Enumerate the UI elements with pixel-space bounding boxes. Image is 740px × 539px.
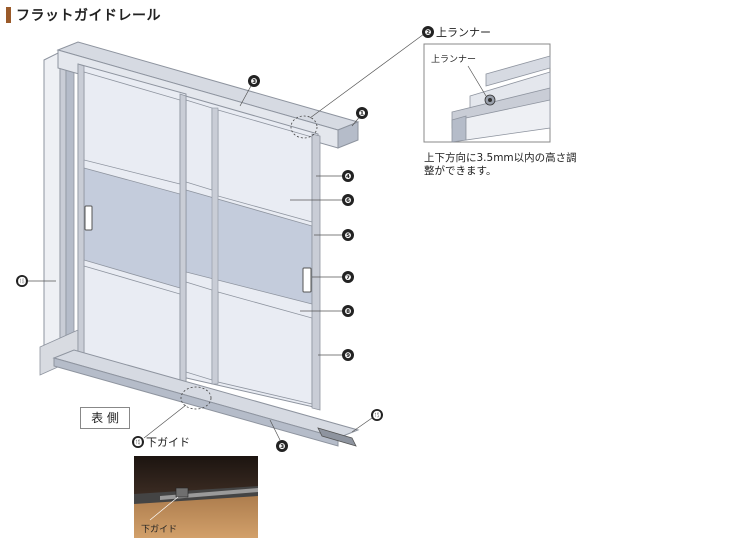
page-title: フラットガイドレール <box>6 6 161 24</box>
lower-guide-detail-circle <box>180 386 212 410</box>
svg-text:⓯: ⓯ <box>373 410 381 420</box>
callout-2: ❷ <box>422 26 434 38</box>
floor-guide-rail <box>52 349 360 447</box>
svg-text:❾: ❾ <box>345 351 352 360</box>
callout-markers: ❶ ❷ ❸ ❹ ❻ ❺ ❼ ❽ ❾ ❸ ⓯ ⓰ ⓲ <box>16 26 434 452</box>
callout-5: ❺ <box>342 229 354 241</box>
svg-text:❷: ❷ <box>425 28 432 37</box>
front-side-label: 表 側 <box>80 407 130 429</box>
leader-lines <box>28 33 425 441</box>
upper-runner-detail-inset: 上ランナー <box>423 43 551 143</box>
callout-18: ⓲ <box>16 275 28 287</box>
svg-text:❶: ❶ <box>359 109 366 118</box>
callout-15: ⓯ <box>371 409 383 421</box>
svg-text:❺: ❺ <box>345 231 352 240</box>
svg-text:❸: ❸ <box>279 442 286 451</box>
rear-door-panel <box>181 94 321 411</box>
lower-guide-photo-caption: 下ガイド <box>141 525 178 535</box>
front-door-panel <box>77 63 187 393</box>
callout-7: ❼ <box>342 271 354 283</box>
svg-text:❽: ❽ <box>345 307 352 316</box>
callout-3-top: ❸ <box>248 75 260 87</box>
svg-text:⓰: ⓰ <box>134 437 142 447</box>
callout-16: ⓰ <box>132 436 144 448</box>
svg-text:❼: ❼ <box>345 273 352 282</box>
callout-4: ❹ <box>342 170 354 182</box>
svg-text:❻: ❻ <box>345 196 352 205</box>
upper-runner-detail-circle <box>290 115 318 139</box>
title-accent-mark <box>6 7 11 23</box>
upper-runner-detail-label: 上ランナー <box>431 54 476 65</box>
upper-runner-label: 上ランナー <box>436 26 491 39</box>
lower-guide-photo <box>134 456 258 538</box>
title-text: フラットガイドレール <box>16 8 161 24</box>
svg-text:❹: ❹ <box>345 172 352 181</box>
callout-6: ❻ <box>342 194 354 206</box>
svg-text:⓲: ⓲ <box>18 276 26 286</box>
callout-1: ❶ <box>356 107 368 119</box>
callout-3-bottom: ❸ <box>276 440 288 452</box>
callout-8: ❽ <box>342 305 354 317</box>
lower-guide-label: 下ガイド <box>146 436 190 449</box>
svg-text:❸: ❸ <box>251 77 258 86</box>
left-wall <box>39 44 79 376</box>
callout-9: ❾ <box>342 349 354 361</box>
height-adjust-note: 上下方向に3.5mm以内の高さ調整ができます。 <box>424 152 577 177</box>
